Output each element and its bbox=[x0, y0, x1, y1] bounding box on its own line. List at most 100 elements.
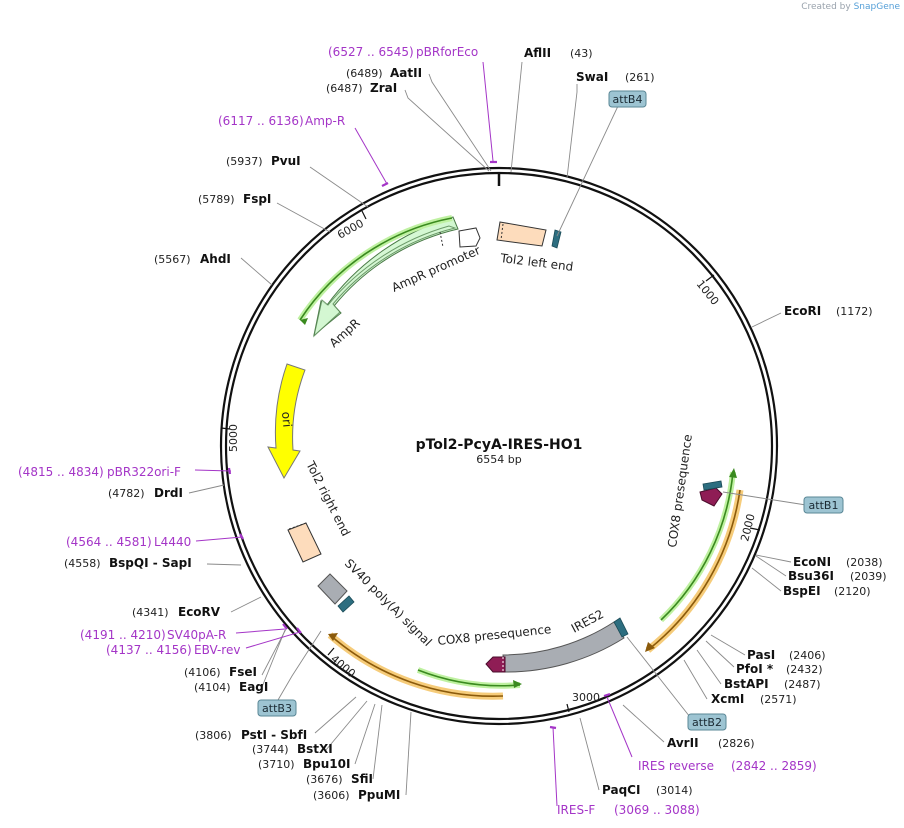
enzyme-zrai[interactable]: ZraI bbox=[370, 81, 397, 95]
enzyme-pvui-pos: (5937) bbox=[226, 155, 263, 168]
enzyme-fspi[interactable]: FspI bbox=[243, 192, 271, 206]
primer-l4440[interactable]: L4440 bbox=[154, 535, 191, 549]
attb1-tag[interactable]: attB1 bbox=[803, 496, 844, 514]
ires2-feature[interactable] bbox=[502, 621, 625, 673]
cox8-bottom-label: COX8 presequence bbox=[437, 622, 552, 648]
enzyme-ahdi[interactable]: AhdI bbox=[200, 252, 231, 266]
ampr-promoter-label: AmpR promoter bbox=[390, 243, 483, 295]
primer-sv40pa-r[interactable]: SV40pA-R bbox=[167, 628, 226, 642]
enzyme-avrii-pos: (2826) bbox=[718, 737, 755, 750]
enzyme-eagi[interactable]: EagI bbox=[239, 680, 268, 694]
ampr-orf-line-core bbox=[299, 217, 453, 321]
orf-bottom-arrowhead bbox=[328, 633, 338, 641]
att-leaders bbox=[277, 105, 807, 718]
ori-label: ori bbox=[279, 411, 294, 428]
enzyme-ppumi[interactable]: PpuMI bbox=[358, 788, 400, 802]
sv40-polya-feature[interactable] bbox=[317, 573, 348, 605]
enzyme-bpu10i-pos: (3710) bbox=[258, 758, 295, 771]
attb1-marker[interactable] bbox=[702, 480, 723, 491]
tick-label: 5000 bbox=[227, 424, 240, 452]
attb1-label: attB1 bbox=[809, 499, 839, 512]
ori-feature[interactable] bbox=[267, 363, 306, 480]
enzyme-pasi[interactable]: PasI bbox=[747, 648, 775, 662]
primer-leaders bbox=[194, 61, 633, 807]
enzyme-bsu36i[interactable]: Bsu36I bbox=[788, 569, 834, 583]
attb2-tag[interactable]: attB2 bbox=[687, 713, 727, 731]
ampr-promoter-feature[interactable] bbox=[458, 227, 481, 248]
attb4-label: attB4 bbox=[613, 93, 643, 106]
ampr-label: AmpR bbox=[327, 316, 363, 350]
backbone-outer bbox=[219, 166, 779, 726]
enzyme-bstapi[interactable]: BstAPI bbox=[724, 677, 769, 691]
enzyme-bstxi[interactable]: BstXI bbox=[297, 742, 333, 756]
enzyme-fsei[interactable]: FseI bbox=[229, 665, 257, 679]
tick-1000: 1000 bbox=[694, 274, 721, 308]
snapgene-logo: SnapGene bbox=[853, 2, 900, 12]
enzyme-ppumi-pos: (3606) bbox=[313, 789, 350, 802]
primer-l4440-range: (4564 .. 4581) bbox=[66, 535, 152, 549]
enzyme-bspei-pos: (2120) bbox=[834, 585, 871, 598]
enzyme-avrii[interactable]: AvrII bbox=[667, 736, 699, 750]
plasmid-name: pTol2-PcyA-IRES-HO1 bbox=[416, 437, 583, 453]
attb3-marker[interactable] bbox=[337, 595, 355, 613]
enzyme-fsei-pos: (4106) bbox=[184, 666, 221, 679]
enzyme-bspqi-pos: (4558) bbox=[64, 557, 101, 570]
primer-ebv-rev[interactable]: EBV-rev bbox=[194, 643, 240, 657]
enzyme-zrai-pos: (6487) bbox=[326, 82, 363, 95]
tick-3000: 3000 bbox=[566, 691, 600, 713]
enzyme-psti-sbfi[interactable]: PstI - SbfI bbox=[241, 728, 307, 742]
enzyme-bspei[interactable]: BspEI bbox=[783, 584, 821, 598]
enzyme-ecorv[interactable]: EcoRV bbox=[178, 605, 221, 619]
enzyme-eagi-pos: (4104) bbox=[194, 681, 231, 694]
tol2-right-end-feature[interactable] bbox=[287, 522, 322, 563]
attb2-marker[interactable] bbox=[613, 617, 629, 638]
snapgene-credit: Created by SnapGene bbox=[801, 2, 900, 12]
enzyme-sfii[interactable]: SfiI bbox=[351, 772, 373, 786]
enzyme-ecorv-pos: (4341) bbox=[132, 606, 169, 619]
enzyme-aatii[interactable]: AatII bbox=[390, 66, 422, 80]
enzyme-aflii[interactable]: AflII bbox=[524, 46, 551, 60]
enzyme-drdi[interactable]: DrdI bbox=[154, 486, 183, 500]
ampr-body[interactable] bbox=[313, 225, 457, 338]
enzyme-econi-pos: (2038) bbox=[846, 556, 883, 569]
tol2-left-end-label: Tol2 left end bbox=[499, 251, 574, 274]
orf-bottom-green-arrowhead bbox=[513, 680, 522, 688]
enzyme-bpu10i[interactable]: Bpu10I bbox=[303, 757, 350, 771]
enzyme-leaders bbox=[188, 61, 792, 796]
attb3-label: attB3 bbox=[262, 702, 292, 715]
enzyme-bspqi-sapi[interactable]: BspQI - SapI bbox=[109, 556, 192, 570]
tol2-right-dotted bbox=[288, 522, 307, 530]
orf-right-green-core bbox=[660, 471, 734, 621]
primer-pbr322ori-f[interactable]: pBR322ori-F bbox=[107, 465, 181, 479]
primer-pbr322ori-range: (4815 .. 4834) bbox=[18, 465, 104, 479]
enzyme-pvui[interactable]: PvuI bbox=[271, 154, 301, 168]
primer-ampr-range: (6117 .. 6136) bbox=[218, 114, 304, 128]
attb4-tag[interactable]: attB4 bbox=[608, 90, 647, 108]
enzyme-ecori-pos: (1172) bbox=[836, 305, 873, 318]
orf-right-orange-arrowhead bbox=[645, 642, 655, 652]
primer-ampr[interactable]: Amp-R bbox=[305, 114, 345, 128]
tol2-right-end-label: Tol2 right end bbox=[303, 458, 353, 538]
cox8-bottom-feature[interactable] bbox=[485, 656, 506, 673]
attb3-tag[interactable]: attB3 bbox=[257, 699, 297, 717]
enzyme-pfoi[interactable]: PfoI * bbox=[736, 662, 774, 676]
cox8-right-feature[interactable] bbox=[699, 487, 723, 507]
enzyme-swai[interactable]: SwaI bbox=[576, 70, 608, 84]
enzyme-aflii-pos: (43) bbox=[570, 47, 593, 60]
primer-marks bbox=[227, 160, 611, 730]
tol2-left-end-feature[interactable] bbox=[496, 221, 547, 247]
primer-pbrforeco[interactable]: pBRforEco bbox=[416, 45, 478, 59]
enzyme-ecori[interactable]: EcoRI bbox=[784, 304, 821, 318]
orf-bottom-orange-core bbox=[329, 634, 504, 697]
cox8-right-label: COX8 presequence bbox=[665, 433, 695, 548]
enzyme-econi[interactable]: EcoNI bbox=[793, 555, 831, 569]
primer-pbrforeco-range: (6527 .. 6545) bbox=[328, 45, 414, 59]
primer-sv40pa-r-range: (4191 .. 4210) bbox=[80, 628, 166, 642]
enzyme-paqci[interactable]: PaqCI bbox=[602, 783, 640, 797]
orf-right-green-arrowhead bbox=[729, 468, 737, 478]
ampr-promoter-overlap bbox=[439, 231, 444, 248]
primer-ires-reverse[interactable]: IRES reverse bbox=[638, 759, 714, 773]
attb4-marker[interactable] bbox=[551, 229, 562, 249]
enzyme-xcmi[interactable]: XcmI bbox=[711, 692, 744, 706]
primer-ires-f[interactable]: IRES-F bbox=[557, 803, 595, 817]
